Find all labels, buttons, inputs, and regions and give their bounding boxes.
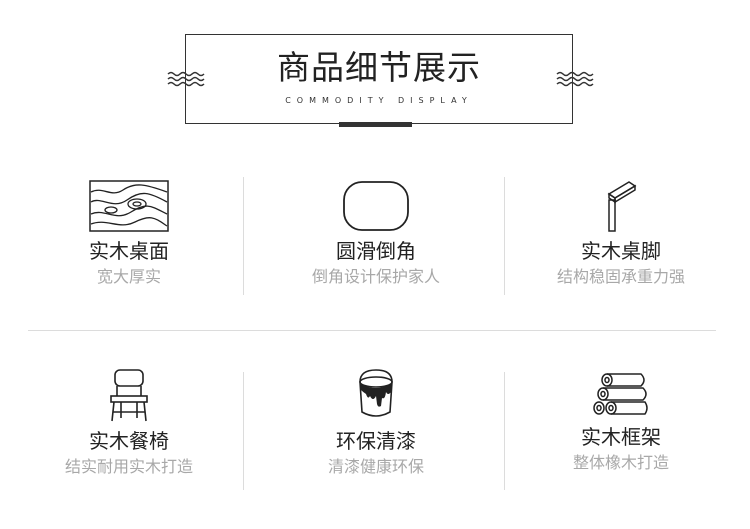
wave-decoration-right-icon — [556, 71, 594, 87]
feature-solid-wood-tabletop: 实木桌面 宽大厚实 — [22, 180, 236, 288]
paint-bucket-icon — [359, 369, 393, 417]
feature-solid-wood-table-legs: 实木桌脚 结构稳固承重力强 — [514, 180, 728, 288]
header-underline-bar — [339, 122, 412, 127]
column-divider — [504, 177, 505, 295]
feature-title: 实木餐椅 — [89, 429, 169, 453]
rounded-rectangle-icon — [343, 181, 409, 231]
page-title: 商品细节展示 — [277, 48, 481, 87]
page-subtitle: COMMODITY DISPLAY — [285, 96, 473, 105]
wood-grain-icon — [89, 180, 169, 232]
feature-eco-varnish: 环保清漆 清漆健康环保 — [269, 368, 483, 478]
wave-decoration-left-icon — [167, 71, 205, 87]
column-divider — [243, 372, 244, 490]
feature-description: 结构稳固承重力强 — [556, 267, 685, 286]
feature-rounded-corners: 圆滑倒角 倒角设计保护家人 — [269, 180, 483, 288]
feature-description: 清漆健康环保 — [327, 457, 424, 476]
feature-solid-wood-chair: 实木餐椅 结实耐用实木打造 — [22, 368, 236, 478]
logs-icon — [593, 373, 648, 415]
feature-description: 结实耐用实木打造 — [64, 457, 193, 476]
feature-title: 圆滑倒角 — [336, 239, 416, 263]
table-leg-icon — [607, 181, 637, 232]
feature-title: 实木桌面 — [89, 239, 169, 263]
feature-description: 整体橡木打造 — [572, 453, 669, 472]
feature-title: 环保清漆 — [336, 429, 416, 453]
chair-icon — [110, 369, 148, 422]
column-divider — [243, 177, 244, 295]
feature-title: 实木桌脚 — [581, 239, 661, 263]
feature-description: 宽大厚实 — [96, 267, 161, 286]
row-divider — [28, 330, 716, 331]
column-divider — [504, 372, 505, 490]
feature-description: 倒角设计保护家人 — [311, 267, 440, 286]
feature-solid-wood-frame: 实木框架 整体橡木打造 — [514, 368, 728, 474]
feature-title: 实木框架 — [581, 425, 661, 449]
